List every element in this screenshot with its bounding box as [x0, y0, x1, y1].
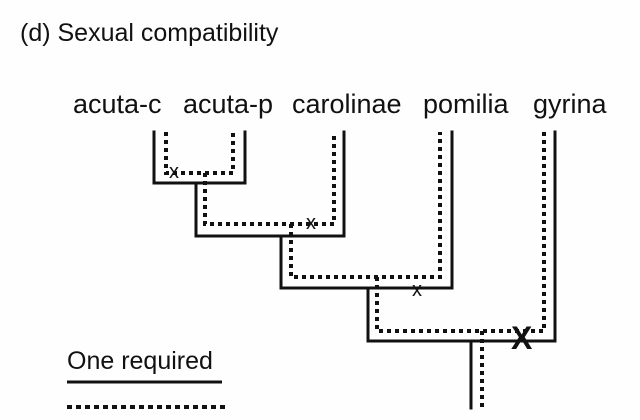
taxon-label-pomilia: pomilia	[423, 89, 509, 119]
solid-clade-acuta	[152, 130, 247, 185]
dotted-tree	[164, 132, 546, 408]
incompatibility-mark-gyrina: X	[511, 320, 533, 356]
figure-title: (d) Sexual compatibility	[20, 19, 279, 47]
taxon-label-carolinae: carolinae	[292, 89, 402, 119]
solid-tree	[152, 130, 557, 410]
taxon-label-acuta-c: acuta-c	[73, 89, 162, 119]
solid-clade-with-pomilia	[279, 130, 454, 290]
incompatibility-mark-carolinae: x	[306, 212, 316, 234]
dotted-clade-acuta-carolinae	[203, 132, 336, 226]
legend-solid-label: One required	[67, 347, 213, 375]
solid-clade-with-gyrina	[366, 130, 557, 343]
dotted-clade-acuta	[164, 132, 235, 175]
dotted-clade-with-pomilia	[289, 132, 442, 279]
solid-clade-acuta-carolinae	[194, 130, 346, 238]
taxon-label-acuta-p: acuta-p	[183, 89, 274, 119]
incompatibility-mark-acuta: x	[169, 161, 179, 183]
incompatibility-mark-pomilia: x	[412, 279, 422, 301]
dotted-clade-with-gyrina	[375, 132, 546, 333]
taxon-label-gyrina: gyrina	[533, 89, 607, 119]
